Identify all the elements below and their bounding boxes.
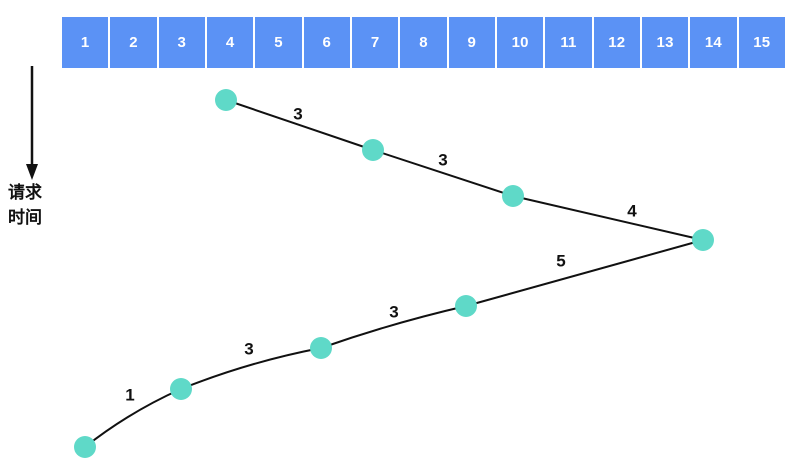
edge-l2-l1 bbox=[180, 347, 322, 390]
edge-label-l2-l1: 3 bbox=[244, 339, 253, 358]
axis-label-line-1: 请求 bbox=[8, 183, 42, 202]
edge-label-u0-u1: 3 bbox=[293, 104, 302, 123]
node-l3[interactable] bbox=[455, 295, 477, 317]
timeline-slot-9[interactable]: 9 bbox=[448, 17, 497, 68]
timeline-slot-3[interactable]: 3 bbox=[158, 17, 207, 68]
timeline-slot-4[interactable]: 4 bbox=[206, 17, 256, 68]
axis-label-line-2: 时间 bbox=[8, 208, 42, 227]
timeline-slot-12[interactable]: 12 bbox=[593, 17, 642, 68]
edge-labels-group: 3 3 4 5 3 3 1 bbox=[125, 104, 637, 404]
node-u2[interactable] bbox=[502, 185, 524, 207]
edge-l1-l0 bbox=[84, 388, 182, 448]
edge-u1-u2 bbox=[372, 149, 514, 197]
edge-label-l1-l0: 1 bbox=[125, 385, 134, 404]
timeline-slot-8[interactable]: 8 bbox=[400, 17, 449, 68]
timeline-slot-7[interactable]: 7 bbox=[351, 17, 401, 68]
edge-u0-u1 bbox=[225, 99, 374, 151]
timeline-slot-11[interactable]: 11 bbox=[545, 17, 594, 68]
edge-label-u1-u2: 3 bbox=[438, 150, 447, 169]
timeline-slot-14[interactable]: 14 bbox=[690, 17, 739, 68]
edge-l3-l2 bbox=[320, 305, 467, 349]
nodes-group bbox=[74, 89, 714, 458]
edge-u2-v bbox=[512, 195, 704, 241]
edge-label-u2-v: 4 bbox=[627, 201, 637, 220]
node-v[interactable] bbox=[692, 229, 714, 251]
timeline-slot-6[interactable]: 6 bbox=[303, 17, 352, 68]
node-u1[interactable] bbox=[362, 139, 384, 161]
timeline-slot-13[interactable]: 13 bbox=[641, 17, 691, 68]
edge-label-l3-l2: 3 bbox=[389, 302, 398, 321]
node-l1[interactable] bbox=[170, 378, 192, 400]
axis-label: 请求 时间 bbox=[8, 180, 66, 230]
axis-arrow-group bbox=[26, 66, 38, 180]
edges-group bbox=[84, 99, 704, 448]
axis-arrow-head-icon bbox=[26, 164, 38, 180]
timeline-slot-15[interactable]: 15 bbox=[738, 17, 785, 68]
node-u0[interactable] bbox=[215, 89, 237, 111]
timeline-slot-1[interactable]: 1 bbox=[62, 17, 111, 68]
edge-label-v-l3: 5 bbox=[556, 251, 565, 270]
timeline-slot-10[interactable]: 10 bbox=[496, 17, 546, 68]
node-l0[interactable] bbox=[74, 436, 96, 458]
edge-v-l3 bbox=[465, 239, 704, 307]
timeline-slot-2[interactable]: 2 bbox=[110, 17, 159, 68]
timeline-slot-5[interactable]: 5 bbox=[255, 17, 304, 68]
node-l2[interactable] bbox=[310, 337, 332, 359]
